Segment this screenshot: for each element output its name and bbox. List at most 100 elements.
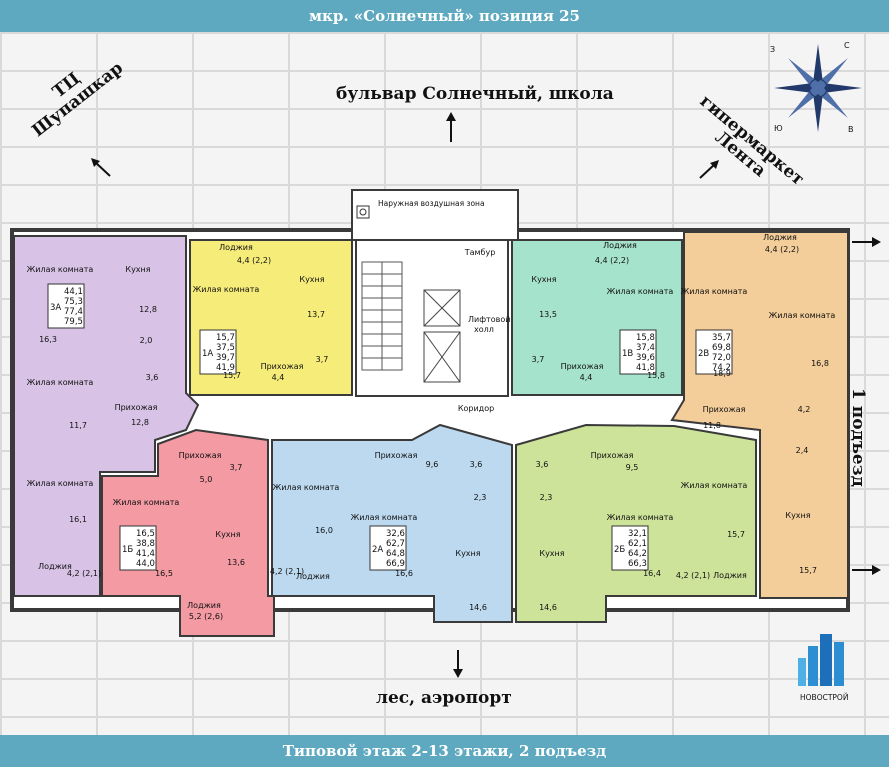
apartment-2b xyxy=(515,423,757,623)
room-label: 15,8 xyxy=(647,371,665,380)
apartment-area: 69,8 xyxy=(712,343,731,353)
room-label: 16,0 xyxy=(315,526,333,535)
room-label: 4,4 (2,2) xyxy=(765,245,799,254)
room-label: 4,2 (2,1) xyxy=(270,567,304,576)
arrow-east-bottom-icon xyxy=(852,565,881,575)
room-label: Жилая комната xyxy=(607,513,674,522)
outdoor-label: Наружная воздушная зона xyxy=(378,199,485,208)
room-label: 4,4 (2,2) xyxy=(595,256,629,265)
compass-north: С xyxy=(844,41,850,50)
apartment-area: 44,1 xyxy=(64,287,83,297)
apartment-area: 35,7 xyxy=(712,333,731,343)
room-label: 12,8 xyxy=(139,305,157,314)
arrow-east-top-icon xyxy=(852,237,881,247)
apartment-area: 66,9 xyxy=(386,559,405,569)
room-label: Жилая комната xyxy=(27,265,94,274)
apartment-type: 1Б xyxy=(122,545,133,555)
room-label: 14,6 xyxy=(469,603,487,612)
compass-icon: З С Ю В xyxy=(770,41,862,134)
apartment-area: 37,4 xyxy=(636,343,655,353)
apartment-type: 2В xyxy=(698,349,709,359)
apartment-card-box xyxy=(369,525,407,571)
room-label: Кухня xyxy=(531,275,556,284)
apartment-area: 77,4 xyxy=(64,307,83,317)
room-label: Кухня xyxy=(455,549,480,558)
staircase-icon xyxy=(361,261,403,371)
room-label: 18,9 xyxy=(713,369,731,378)
room-label: 13,6 xyxy=(227,558,245,567)
logo-text: НОВОСТРОЙ xyxy=(800,693,848,702)
room-label: Прихожая xyxy=(703,405,746,414)
room-label: 4,2 xyxy=(798,405,811,414)
apartment-area: 72,0 xyxy=(712,353,731,363)
room-label: Прихожая xyxy=(375,451,418,460)
room-label: 16,4 xyxy=(643,569,661,578)
room-label: Прихожая xyxy=(179,451,222,460)
apartment-type: 2Б xyxy=(614,545,625,555)
room-label: Кухня xyxy=(539,549,564,558)
room-label: Лоджия xyxy=(187,601,221,610)
room-label: 3,6 xyxy=(470,460,483,469)
apartment-area: 16,5 xyxy=(136,529,155,539)
room-label: Жилая комната xyxy=(769,311,836,320)
room-label: Лоджия xyxy=(296,572,330,581)
compass-east: В xyxy=(848,125,854,134)
apartment-card-box xyxy=(47,283,85,329)
room-label: Кухня xyxy=(125,265,150,274)
compass-west: З xyxy=(770,45,775,54)
apartment-type: 3А xyxy=(50,303,61,313)
room-label: 16,8 xyxy=(811,359,829,368)
arrow-north-icon xyxy=(446,112,456,142)
apartment-card-box xyxy=(695,329,733,375)
room-label: 3,6 xyxy=(146,373,159,382)
apartment-area: 15,7 xyxy=(216,333,235,343)
room-label: 16,6 xyxy=(395,569,413,578)
room-label: Жилая комната xyxy=(607,287,674,296)
room-label: Прихожая xyxy=(261,362,304,371)
apartment-type: 1А xyxy=(202,349,213,359)
apartment-area: 41,4 xyxy=(136,549,155,559)
direction-north: бульвар Солнечный, школа xyxy=(336,84,614,104)
apartment-area: 74,2 xyxy=(712,363,731,373)
apartment-area: 64,8 xyxy=(386,549,405,559)
room-label: 11,8 xyxy=(703,421,721,430)
outdoor-zone xyxy=(351,189,519,241)
floor-caption: Типовой этаж 2-13 этажи, 2 подъезд xyxy=(0,735,889,767)
room-label: 4,2 (2,1) xyxy=(67,569,101,578)
arrow-mall-icon xyxy=(91,158,111,177)
room-label: 9,6 xyxy=(426,460,439,469)
apartment-card-box xyxy=(119,525,157,571)
apartment-area: 62,1 xyxy=(628,539,647,549)
apartment-area: 64,2 xyxy=(628,549,647,559)
room-label: Жилая комната xyxy=(273,483,340,492)
direction-south: лес, аэропорт xyxy=(376,688,512,708)
room-label: 5,2 (2,6) xyxy=(189,612,223,621)
novostroy-logo: НОВОСТРОЙ xyxy=(798,634,848,702)
room-label: 15,7 xyxy=(727,530,745,539)
room-label: Жилая комната xyxy=(27,479,94,488)
room-label: Лоджия xyxy=(603,241,637,250)
room-label: 14,6 xyxy=(539,603,557,612)
apartment-area: 44,0 xyxy=(136,559,155,569)
apartment-area: 62,7 xyxy=(386,539,405,549)
arrow-hyper-icon xyxy=(699,160,719,179)
apartment-area: 41,8 xyxy=(636,363,655,373)
room-label: 2,4 xyxy=(796,446,809,455)
page-title: мкр. «Солнечный» позиция 25 xyxy=(0,0,889,32)
room-label: Жилая комната xyxy=(27,378,94,387)
room-label: 15,7 xyxy=(223,371,241,380)
wheelchair-icon xyxy=(356,205,370,219)
elevator-icon xyxy=(423,289,461,383)
room-label: Жилая комната xyxy=(351,513,418,522)
apartment-2a xyxy=(271,423,513,623)
room-label: 16,1 xyxy=(69,515,87,524)
room-label: 3,7 xyxy=(532,355,545,364)
room-label: 2,3 xyxy=(540,493,553,502)
